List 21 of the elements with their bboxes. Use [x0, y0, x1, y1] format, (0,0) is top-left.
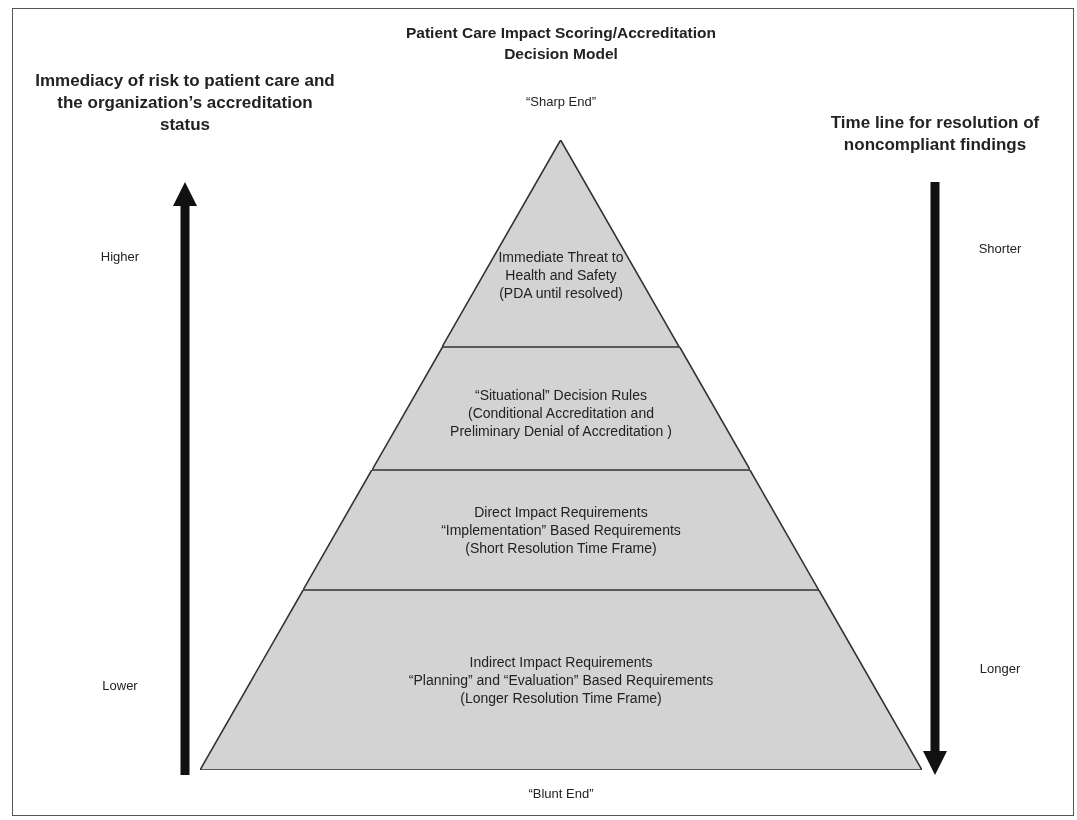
tier-text: Direct Impact Requirements — [474, 503, 648, 521]
tier-text: “Planning” and “Evaluation” Based Requirements — [408, 671, 714, 689]
tier-text: “Situational” Decision Rules — [475, 385, 647, 404]
scale-label: Lower — [101, 677, 139, 695]
scale-label: Higher — [99, 248, 141, 266]
tier-text: (Conditional Accreditation and Preliminary Denial of Accreditation ) — [449, 403, 673, 440]
axis-heading: Time line for resolution of noncompliant findings — [829, 112, 1041, 156]
tier-text: Immediate Threat to Health and Safety — [497, 247, 625, 284]
tier-text: “Implementation” Based Requirements — [441, 521, 681, 539]
axis-heading: Immediacy of risk to patient care and the organization’s accreditation status — [34, 70, 336, 136]
apex-label: “Sharp End” — [524, 93, 598, 111]
scale-label: Longer — [978, 660, 1022, 678]
pyramid-tier — [442, 140, 680, 347]
diagram-title: Patient Care Impact Scoring/Accreditation Decision Model — [404, 23, 718, 64]
tier-text: (Short Resolution Time Frame) — [465, 539, 657, 557]
base-label: “Blunt End” — [527, 785, 595, 803]
tier-text: (Longer Resolution Time Frame) — [460, 689, 662, 707]
pyramid-tier — [371, 347, 751, 470]
scale-label: Shorter — [977, 240, 1023, 258]
tier-text: Indirect Impact Requirements — [469, 653, 653, 671]
tier-text: (PDA until resolved) — [499, 283, 623, 302]
